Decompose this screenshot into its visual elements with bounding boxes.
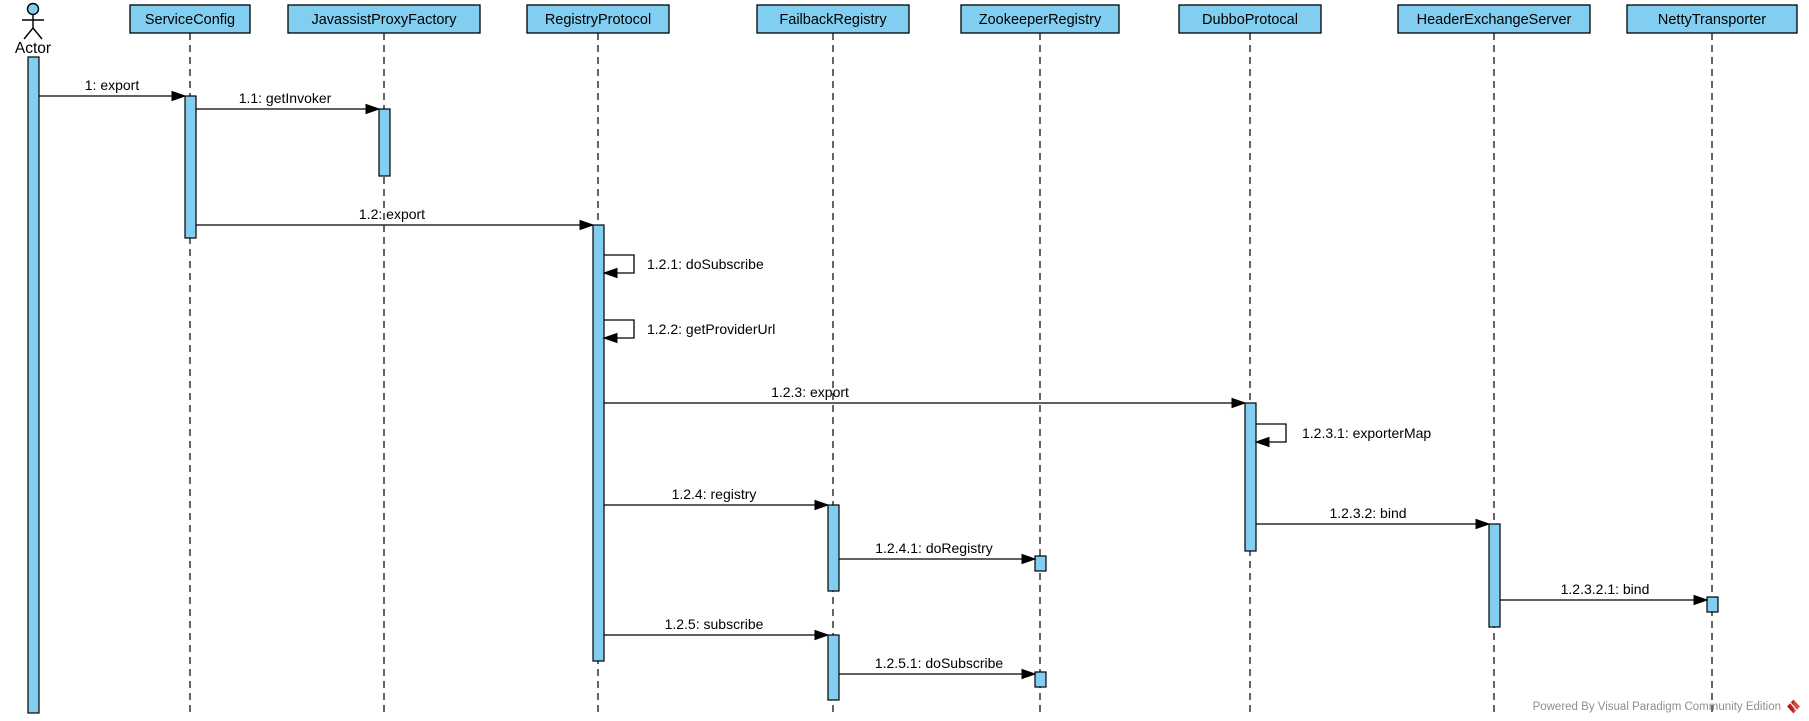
powered-by-footer: Powered By Visual Paradigm Community Edi…	[1533, 699, 1801, 714]
activation-bar-DubboProtocal	[1244, 402, 1257, 552]
activation-bar-RegistryProtocol	[592, 224, 605, 662]
participant-label: JavassistProxyFactory	[311, 12, 457, 28]
sequence-message: 1.2.4.1: doRegistry	[839, 540, 1037, 565]
message-label: 1.2.4.1: doRegistry	[875, 540, 993, 556]
sequence-message: 1.2.3.2: bind	[1256, 505, 1491, 530]
activation-bar-JavassistProxyFactory	[378, 108, 391, 177]
sequence-message: 1.2: export	[196, 206, 595, 231]
sequence-message: 1: export	[39, 77, 187, 102]
activation-bar-HeaderExchangeServer	[1488, 523, 1501, 628]
message-label: 1.2.1: doSubscribe	[647, 256, 764, 272]
activation-bar-NettyTransporter	[1706, 596, 1719, 613]
message-label: 1.2.3.2.1: bind	[1561, 581, 1650, 597]
message-label: 1.2.4: registry	[672, 486, 757, 502]
message-label: 1.1: getInvoker	[239, 90, 332, 106]
powered-by-text: Powered By Visual Paradigm Community Edi…	[1532, 700, 1781, 713]
participant-label: NettyTransporter	[1658, 12, 1766, 28]
participant-ZookeeperRegistry: ZookeeperRegistry	[960, 4, 1120, 34]
participant-RegistryProtocol: RegistryProtocol	[526, 4, 670, 34]
participant-FailbackRegistry: FailbackRegistry	[756, 4, 910, 34]
participant-JavassistProxyFactory: JavassistProxyFactory	[287, 4, 481, 34]
participant-DubboProtocal: DubboProtocal	[1178, 4, 1322, 34]
sequence-message: 1.2.3: export	[604, 384, 1247, 409]
participant-NettyTransporter: NettyTransporter	[1626, 4, 1798, 34]
actor-label: Actor	[15, 40, 51, 57]
visual-paradigm-logo-icon	[1787, 699, 1800, 714]
sequence-message: 1.2.5: subscribe	[604, 616, 830, 641]
message-label: 1.2.3.2: bind	[1329, 505, 1406, 521]
activation-bar-FailbackRegistry	[827, 634, 840, 701]
participant-label: DubboProtocal	[1202, 12, 1298, 28]
participant-ServiceConfig: ServiceConfig	[129, 4, 251, 34]
actor-figure: Actor	[15, 2, 51, 57]
activation-bar-FailbackRegistry	[827, 504, 840, 592]
sequence-message: 1.1: getInvoker	[196, 90, 381, 115]
activation-bar-Actor	[27, 56, 40, 714]
message-label: 1.2: export	[359, 206, 425, 222]
self-message: 1.2.3.1: exporterMap	[1254, 423, 1431, 448]
activation-bar-ZookeeperRegistry	[1034, 671, 1047, 688]
sequence-message: 1.2.3.2.1: bind	[1500, 581, 1709, 606]
message-label: 1.2.2: getProviderUrl	[647, 321, 775, 337]
message-label: 1.2.5.1: doSubscribe	[875, 655, 1004, 671]
self-message: 1.2.2: getProviderUrl	[602, 319, 775, 344]
message-label: 1.2.5: subscribe	[665, 616, 764, 632]
activation-bar-ServiceConfig	[184, 95, 197, 239]
message-label: 1.2.3: export	[771, 384, 849, 400]
participant-label: ZookeeperRegistry	[979, 12, 1102, 28]
message-label: 1.2.3.1: exporterMap	[1302, 425, 1431, 441]
participant-label: ServiceConfig	[145, 12, 235, 28]
sequence-message: 1.2.4: registry	[604, 486, 830, 511]
actor-head	[26, 2, 40, 16]
participant-HeaderExchangeServer: HeaderExchangeServer	[1397, 4, 1591, 34]
participant-label: RegistryProtocol	[545, 12, 651, 28]
participant-label: FailbackRegistry	[779, 12, 887, 28]
message-label: 1: export	[85, 77, 140, 93]
sequence-message: 1.2.5.1: doSubscribe	[839, 655, 1037, 680]
self-message: 1.2.1: doSubscribe	[602, 254, 764, 279]
participant-label: HeaderExchangeServer	[1417, 12, 1572, 28]
activation-bar-ZookeeperRegistry	[1034, 555, 1047, 572]
